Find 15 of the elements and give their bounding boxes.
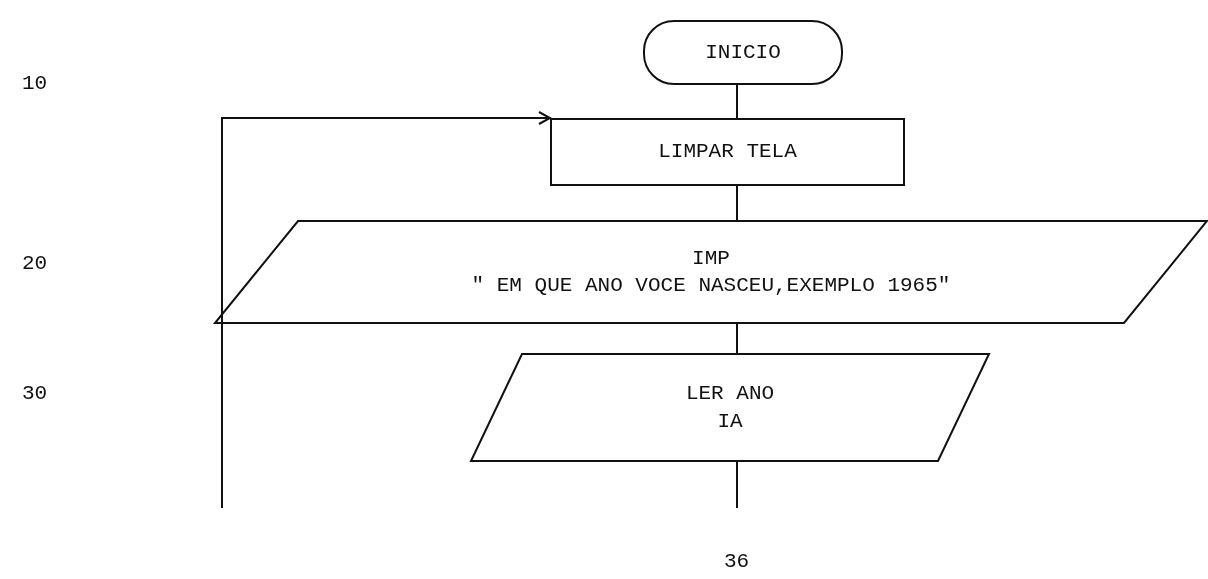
line-number: 10	[22, 72, 48, 95]
line-number: 20	[22, 252, 48, 275]
node-text: IMP	[692, 245, 730, 272]
connector-line	[736, 323, 738, 354]
node-text: " EM QUE ANO VOCE NASCEU,EXEMPLO 1965"	[471, 273, 951, 299]
line-number: 30	[22, 382, 48, 405]
connector-line	[736, 84, 738, 119]
node-text: LER ANO	[685, 381, 775, 408]
loop-arrow	[221, 111, 551, 509]
node-text: IA	[717, 408, 743, 435]
connector-line	[736, 461, 738, 509]
node-text: INICIO	[705, 39, 781, 66]
page-number: 36	[724, 550, 750, 573]
connector-line	[736, 185, 738, 221]
node-text: LIMPAR TELA	[658, 139, 797, 166]
